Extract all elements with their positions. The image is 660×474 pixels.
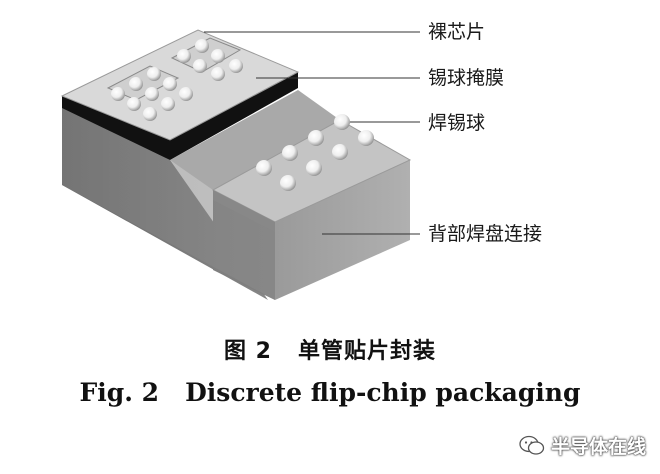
label-back-pad: 背部焊盘连接 xyxy=(428,223,542,245)
solder-ball xyxy=(147,67,161,81)
solder-ball xyxy=(280,175,296,191)
package-step-floor xyxy=(170,90,340,190)
solder-ball xyxy=(358,130,374,146)
solder-ball xyxy=(306,160,322,176)
solder-ball xyxy=(282,145,298,161)
solder-ball xyxy=(163,77,177,91)
solder-ball xyxy=(256,160,272,176)
solder-ball xyxy=(161,97,175,111)
label-solder-ball: 焊锡球 xyxy=(428,112,485,134)
solder-ball xyxy=(195,39,209,53)
solder-ball xyxy=(177,49,191,63)
solder-ball xyxy=(127,97,141,111)
back-pad-left-face xyxy=(213,190,275,232)
label-solder-mask: 锡球掩膜 xyxy=(428,67,504,89)
caption-cn-title: 单管贴片封装 xyxy=(297,339,436,364)
caption-cn-fig: 图 2 xyxy=(224,339,272,364)
label-die: 裸芯片 xyxy=(428,21,485,43)
watermark: 半导体在线 xyxy=(519,432,646,459)
solder-ball xyxy=(308,130,324,146)
solder-ball xyxy=(193,59,207,73)
solder-ball xyxy=(111,87,125,101)
watermark-text: 半导体在线 xyxy=(550,436,646,458)
solder-ball xyxy=(334,114,350,130)
solder-ball xyxy=(179,87,193,101)
solder-ball xyxy=(129,77,143,91)
solder-ball xyxy=(211,67,225,81)
package-front-face xyxy=(62,100,275,300)
package-right-side-face xyxy=(275,160,410,300)
die-top-surface xyxy=(60,29,300,141)
solder-ball xyxy=(143,107,157,121)
solder-ball xyxy=(211,49,225,63)
caption-en-fig: Fig. 2 xyxy=(79,378,160,407)
solder-ball xyxy=(145,87,159,101)
wechat-icon xyxy=(519,435,545,455)
die-solder-balls xyxy=(111,39,243,121)
pad-solder-balls xyxy=(256,114,374,191)
caption-en: Fig. 2 Discrete flip-chip packaging xyxy=(0,378,660,407)
caption-en-title: Discrete flip-chip packaging xyxy=(185,378,581,407)
solder-ball xyxy=(229,59,243,73)
solder-ball xyxy=(332,144,348,160)
caption-cn: 图 2 单管贴片封装 xyxy=(0,333,660,365)
